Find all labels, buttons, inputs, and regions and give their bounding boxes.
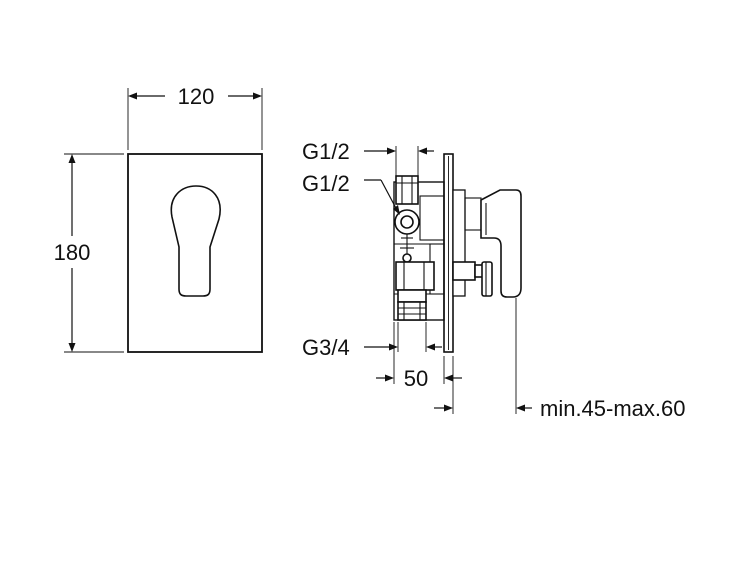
bottom-outlet bbox=[397, 289, 427, 321]
depth-dimension: 50 bbox=[376, 322, 462, 391]
middle-inlet bbox=[394, 209, 420, 263]
outlet-label: G3/4 bbox=[302, 335, 350, 360]
depth-label: 50 bbox=[404, 366, 428, 391]
inlet-top-label: G1/2 bbox=[302, 139, 350, 164]
outlet-dimension: G3/4 bbox=[302, 322, 442, 360]
install-dimension: min.45-max.60 bbox=[434, 298, 686, 421]
inlet-mid-label: G1/2 bbox=[302, 171, 350, 196]
inlet-mid-leader: G1/2 bbox=[302, 171, 400, 215]
height-label: 180 bbox=[54, 240, 91, 265]
inlet-top-dimension: G1/2 bbox=[302, 139, 434, 176]
front-view: 120 180 bbox=[54, 84, 263, 353]
install-label: min.45-max.60 bbox=[540, 396, 686, 421]
diverter-knob bbox=[452, 261, 493, 297]
lever-side-profile bbox=[480, 189, 522, 298]
side-view: G1/2 G1/2 G3/4 50 bbox=[302, 139, 686, 421]
width-label: 120 bbox=[178, 84, 215, 109]
height-dimension: 180 bbox=[54, 153, 124, 353]
width-dimension: 120 bbox=[127, 84, 263, 150]
top-inlet bbox=[395, 175, 419, 205]
lever-handle bbox=[170, 185, 221, 297]
